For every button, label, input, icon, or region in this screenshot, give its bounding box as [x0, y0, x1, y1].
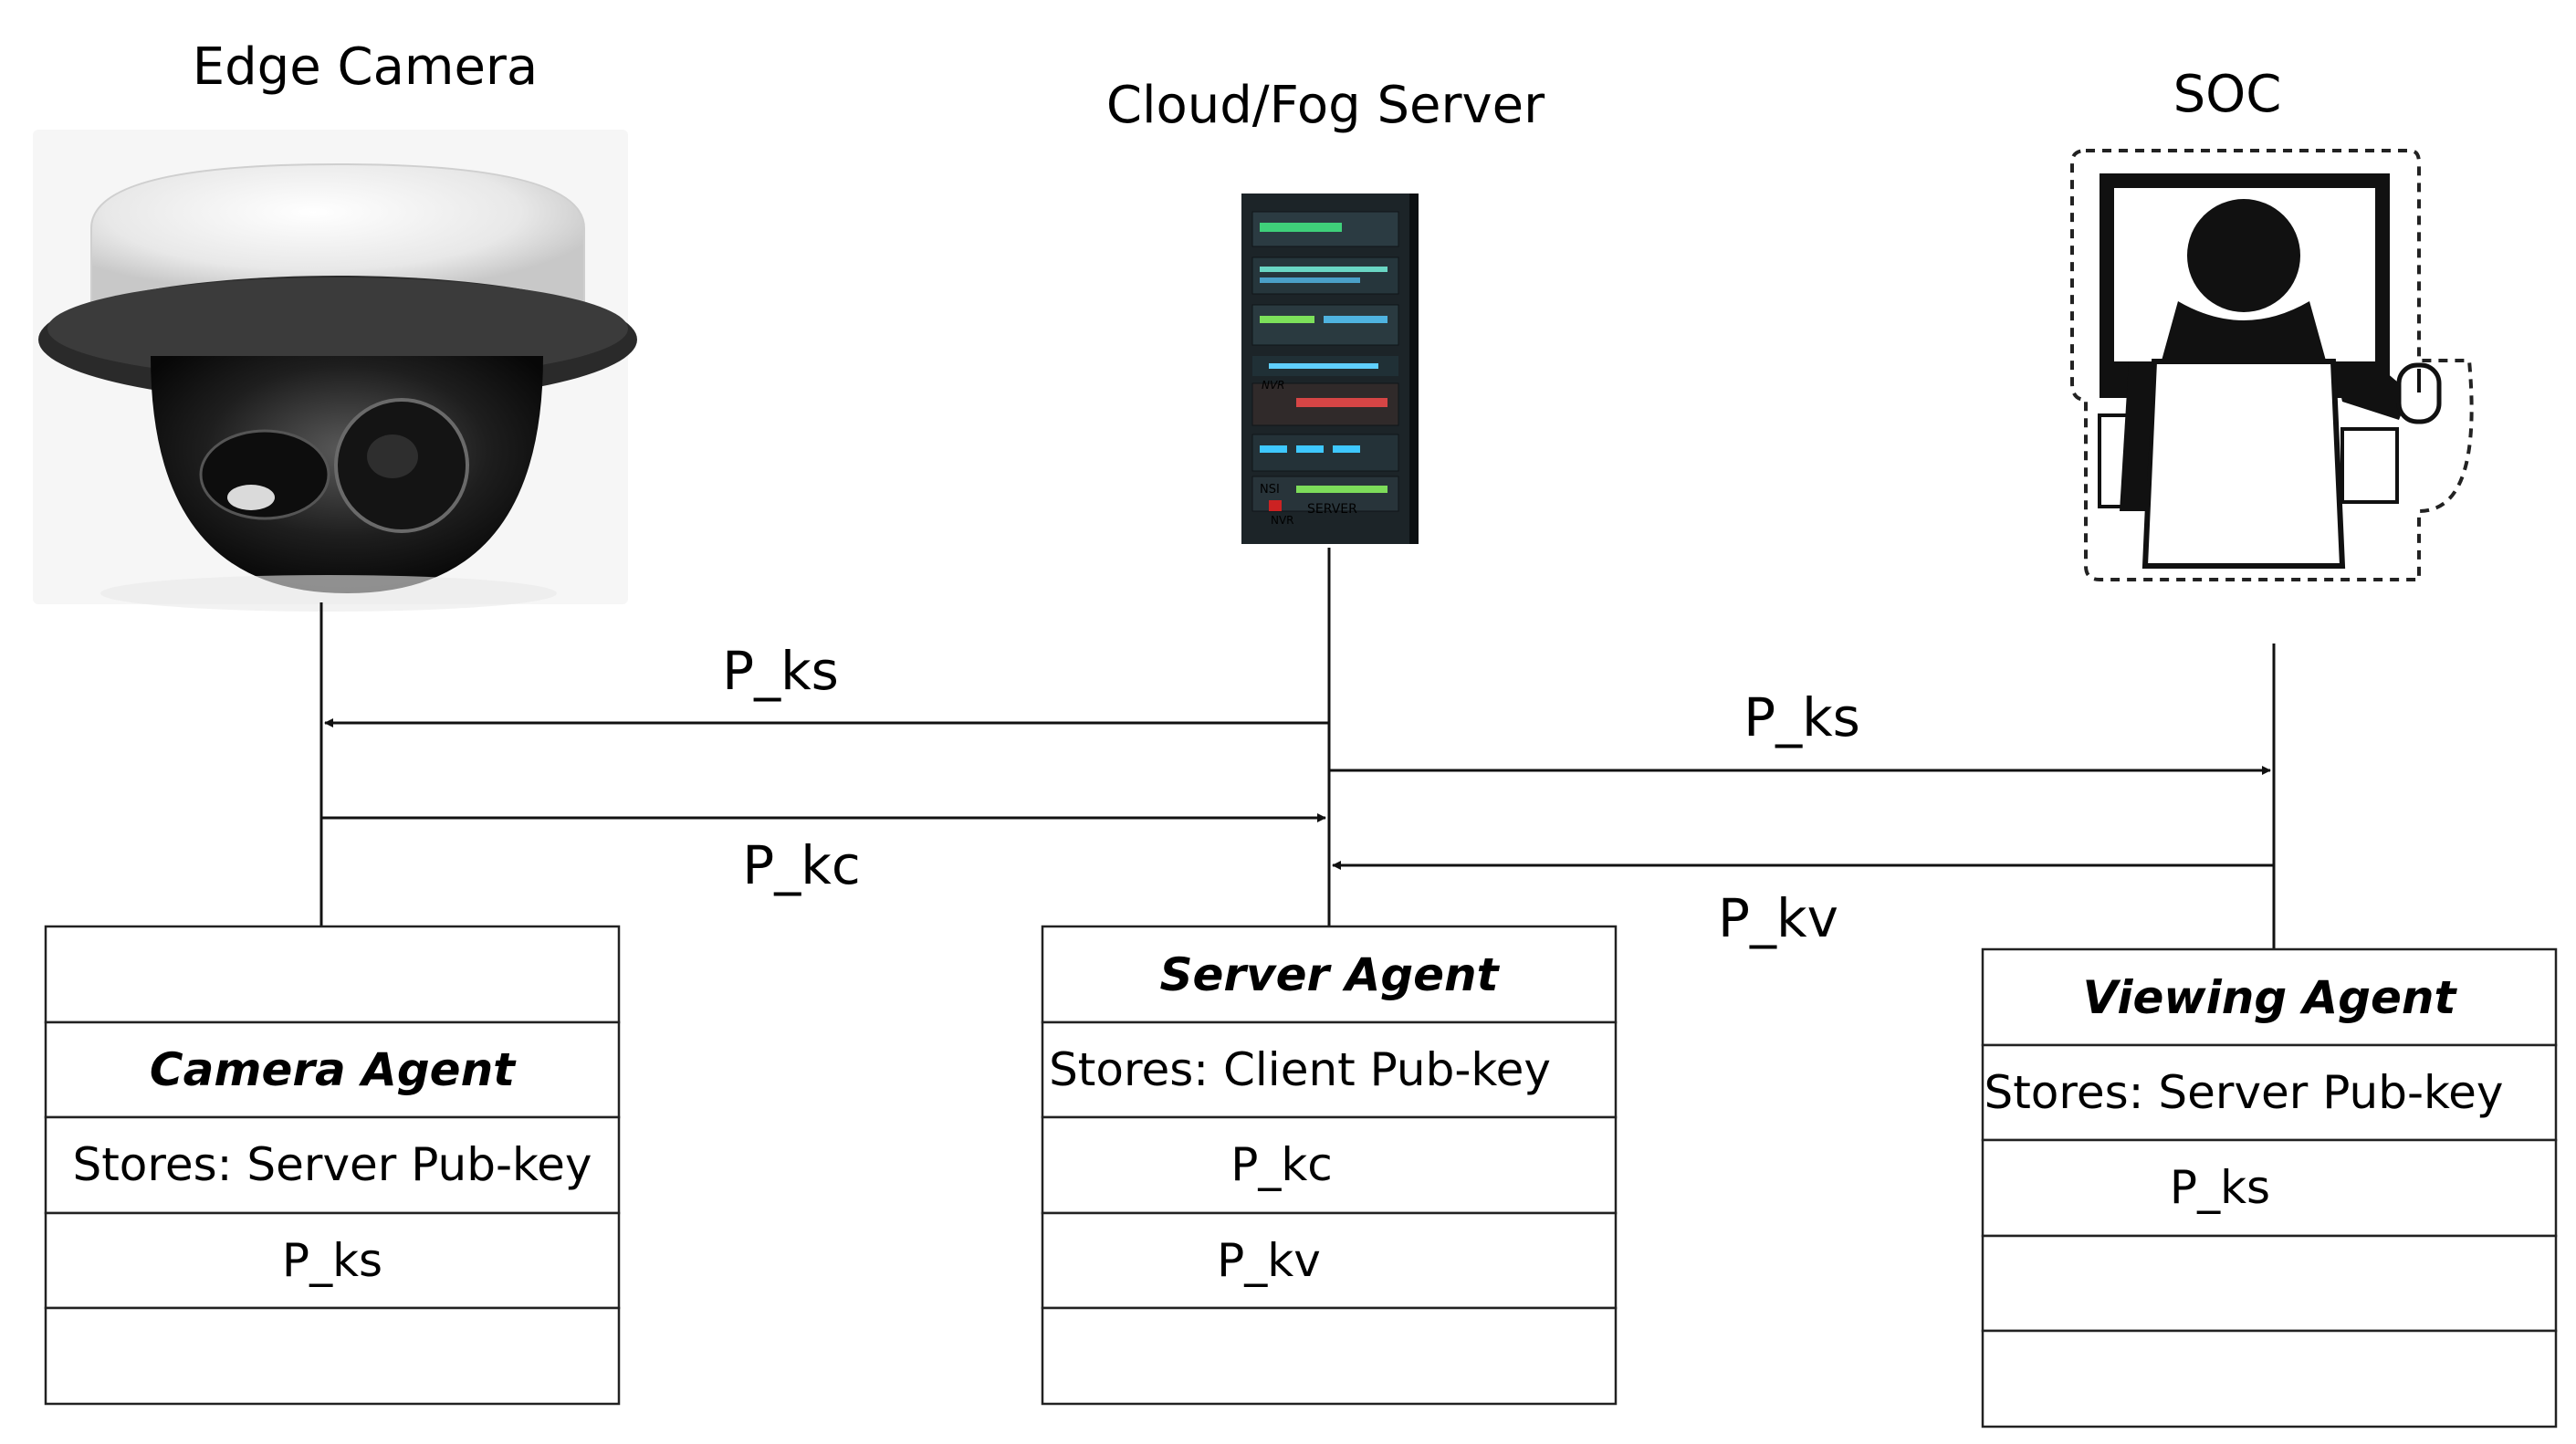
- message-camera-to-server: P_kc: [321, 813, 1326, 896]
- camera-agent-table: Camera Agent Stores: Server Pub-key P_ks: [44, 925, 621, 1406]
- rack-footer-badge: NVR: [1271, 514, 1294, 527]
- server-agent-key-kc: P_kc: [1230, 1138, 1333, 1191]
- rack-badge-2: NSI: [1260, 483, 1280, 497]
- message-server-to-soc: P_ks: [1329, 686, 2271, 775]
- viewing-agent-table: Viewing Agent Stores: Server Pub-key P_k…: [1981, 947, 2558, 1428]
- message-soc-to-server: P_kv: [1332, 861, 2274, 949]
- viewing-agent-stores: Stores: Server Pub-key: [1984, 1066, 2503, 1119]
- server-agent-key-kv: P_kv: [1217, 1234, 1321, 1287]
- message-label: P_kc: [742, 834, 860, 896]
- camera-title: Edge Camera: [193, 37, 539, 97]
- camera-agent-key: P_ks: [282, 1234, 382, 1287]
- message-server-to-camera: P_ks: [324, 640, 1329, 727]
- server-agent-stores: Stores: Client Pub-key: [1049, 1043, 1551, 1096]
- rack-badge-1: NVR: [1262, 379, 1285, 392]
- server-agent-name: Server Agent: [1159, 948, 1500, 1001]
- dome-camera-icon: [33, 130, 637, 612]
- server-rack-icon: NVR NSI NVR SERVER: [1241, 194, 1419, 544]
- soc-title: SOC: [2173, 65, 2282, 124]
- operator-workstation-icon: [2070, 149, 2474, 581]
- camera-agent-stores: Stores: Server Pub-key: [72, 1138, 592, 1191]
- message-label: P_ks: [1744, 686, 1860, 748]
- server-agent-table: Server Agent Stores: Client Pub-key P_kc…: [1041, 925, 1618, 1406]
- message-label: P_ks: [722, 640, 839, 702]
- viewing-agent-name: Viewing Agent: [2083, 971, 2458, 1024]
- message-label: P_kv: [1718, 887, 1838, 949]
- viewing-agent-key: P_ks: [2170, 1161, 2270, 1214]
- camera-agent-name: Camera Agent: [150, 1043, 517, 1096]
- server-title: Cloud/Fog Server: [1106, 76, 1545, 135]
- rack-footer-text: SERVER: [1307, 502, 1357, 517]
